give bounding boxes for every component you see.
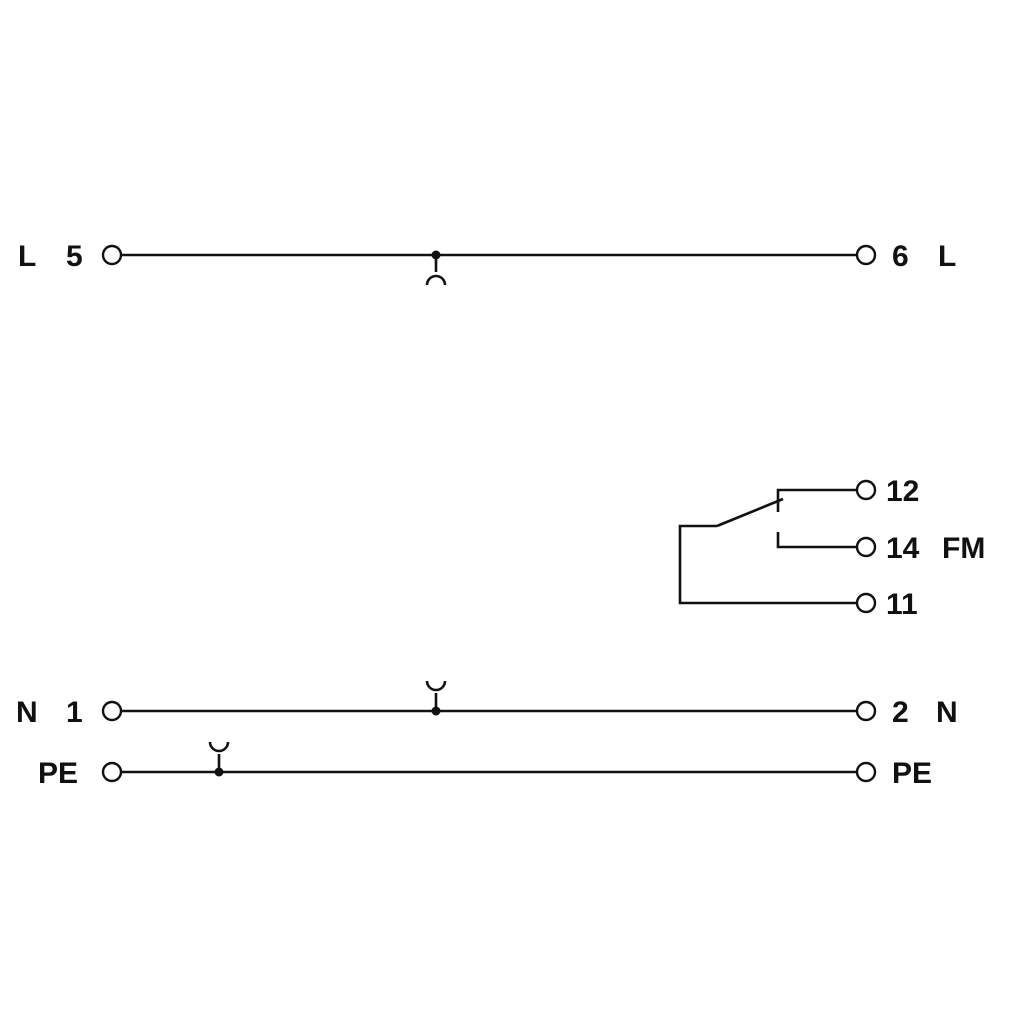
- label-terminal-14-suffix: FM: [942, 532, 985, 565]
- terminal-pe-left: [101, 761, 123, 783]
- label-terminal-14: 14: [886, 532, 920, 565]
- label-terminal-12: 12: [886, 475, 919, 508]
- n-junction-dot: [431, 706, 441, 716]
- label-n-left-conductor: N: [16, 696, 38, 729]
- l-junction-dot: [431, 250, 441, 260]
- contact-12-wire: [776, 488, 857, 512]
- label-terminal-1: 1: [66, 696, 83, 729]
- contact-11-wire: [678, 524, 857, 605]
- pe-junction-dot: [214, 767, 224, 777]
- terminal-1: [101, 700, 123, 722]
- l-line: L 5 6 L: [18, 240, 956, 286]
- label-pe-left: PE: [38, 757, 78, 790]
- label-pe-right: PE: [892, 757, 932, 790]
- n-protection-arc: [425, 680, 447, 692]
- terminal-6: [855, 244, 877, 266]
- label-terminal-6: 6: [892, 240, 909, 273]
- label-terminal-2: 2: [892, 696, 909, 729]
- terminal-12: [855, 479, 877, 501]
- l-protection-arc: [425, 274, 447, 286]
- signal-contact: 12 14 FM 11: [678, 475, 985, 621]
- label-l-right-conductor: L: [938, 240, 956, 273]
- n-line: N 1 2 N: [16, 680, 958, 729]
- label-n-right-conductor: N: [936, 696, 958, 729]
- terminal-pe-right: [855, 761, 877, 783]
- terminal-2: [855, 700, 877, 722]
- pe-line: PE PE: [38, 741, 932, 790]
- label-l-left-conductor: L: [18, 240, 36, 273]
- terminal-5: [101, 244, 123, 266]
- pe-protection-arc: [208, 741, 230, 753]
- label-terminal-11: 11: [886, 588, 918, 621]
- contact-14-wire: [776, 532, 857, 549]
- terminal-11: [855, 592, 877, 614]
- contact-switch-blade: [716, 497, 784, 528]
- label-terminal-5: 5: [66, 240, 83, 273]
- terminal-14: [855, 536, 877, 558]
